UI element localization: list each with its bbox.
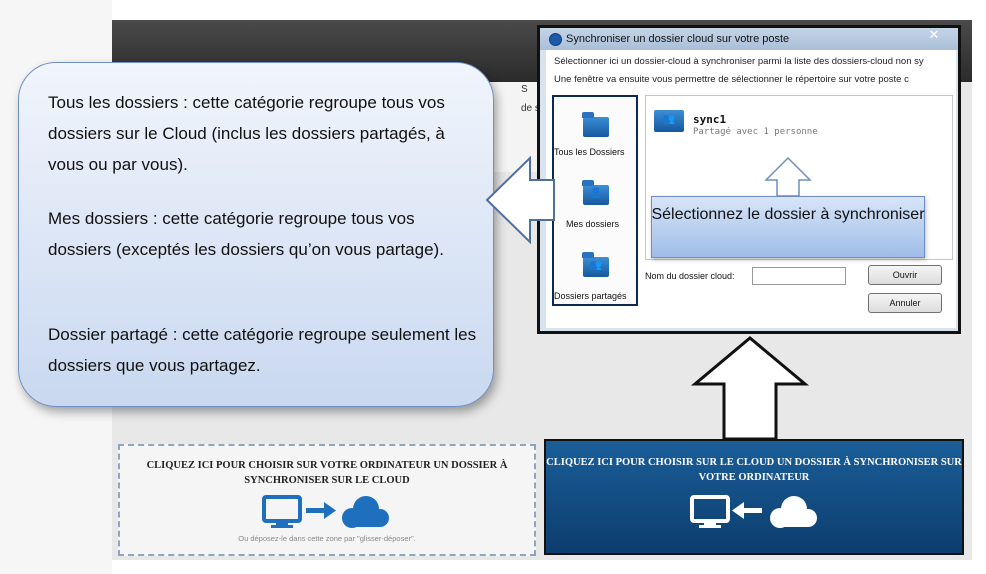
category-label: Tous les Dossiers — [554, 147, 625, 157]
folder-icon — [582, 112, 609, 137]
shared-folder-icon: 👥 — [654, 110, 684, 132]
category-list: Tous les Dossiers 👤 Mes dossiers 👥 Dossi… — [552, 95, 638, 306]
cloud-name-label: Nom du dossier cloud: — [645, 271, 735, 281]
monitor-icon — [262, 495, 302, 528]
select-folder-tip — [651, 196, 925, 258]
dialog-titlebar[interactable] — [540, 28, 958, 50]
cloud-icon — [770, 496, 817, 528]
cloud-name-input[interactable] — [752, 267, 846, 285]
cancel-button[interactable]: Annuler — [868, 293, 942, 313]
category-callout: Tous les dossiers : cette catégorie regr… — [18, 62, 494, 407]
app-logo-icon — [549, 33, 562, 46]
local-dropzone-text: CLIQUEZ ICI POUR CHOISIR SUR VOTRE ORDIN… — [146, 460, 508, 486]
app-partial-text-line1: S — [521, 84, 528, 95]
dialog-title: Synchroniser un dossier cloud sur votre … — [566, 33, 790, 45]
cloud-zone-text: CLIQUEZ ICI POUR CHOISIR SUR LE CLOUD UN… — [546, 457, 962, 483]
folder-shared-info: Partagé avec 1 personne — [693, 127, 818, 137]
select-folder-tip-text: Sélectionnez le dossier à synchroniser — [651, 206, 925, 223]
computer-to-cloud-icon — [262, 495, 389, 528]
arrow-right-icon — [306, 502, 336, 519]
monitor-icon — [690, 495, 730, 528]
dialog-instruction-line2: Une fenêtre va ensuite vous permettre de… — [554, 74, 909, 85]
close-icon[interactable]: ✕ — [928, 27, 940, 42]
callout-all-folders-text: Tous les dossiers : cette catégorie regr… — [48, 93, 445, 174]
category-label: Mes dossiers — [566, 219, 620, 229]
callout-shared-folder-text: Dossier partagé : cette catégorie regrou… — [48, 325, 477, 375]
cloud-icon — [342, 496, 389, 528]
arrow-left-icon — [732, 502, 762, 519]
callout-my-folders-text: Mes dossiers : cette catégorie regroupe … — [48, 209, 444, 259]
cloud-select-zone[interactable] — [544, 439, 964, 555]
local-upload-dropzone[interactable] — [118, 444, 536, 556]
shared-folder-icon: 👥 — [582, 252, 609, 277]
category-label: Dossiers partagés — [554, 291, 627, 301]
local-dropzone-hint: Ou déposez-le dans cette zone par "gliss… — [238, 534, 416, 543]
open-button[interactable]: Ouvrir — [868, 265, 942, 285]
person-folder-icon: 👤 — [582, 180, 609, 205]
cloud-to-computer-icon — [690, 495, 817, 528]
folder-name: sync1 — [693, 113, 727, 126]
dialog-instruction-line1: Sélectionner ici un dossier-cloud à sync… — [554, 56, 924, 67]
